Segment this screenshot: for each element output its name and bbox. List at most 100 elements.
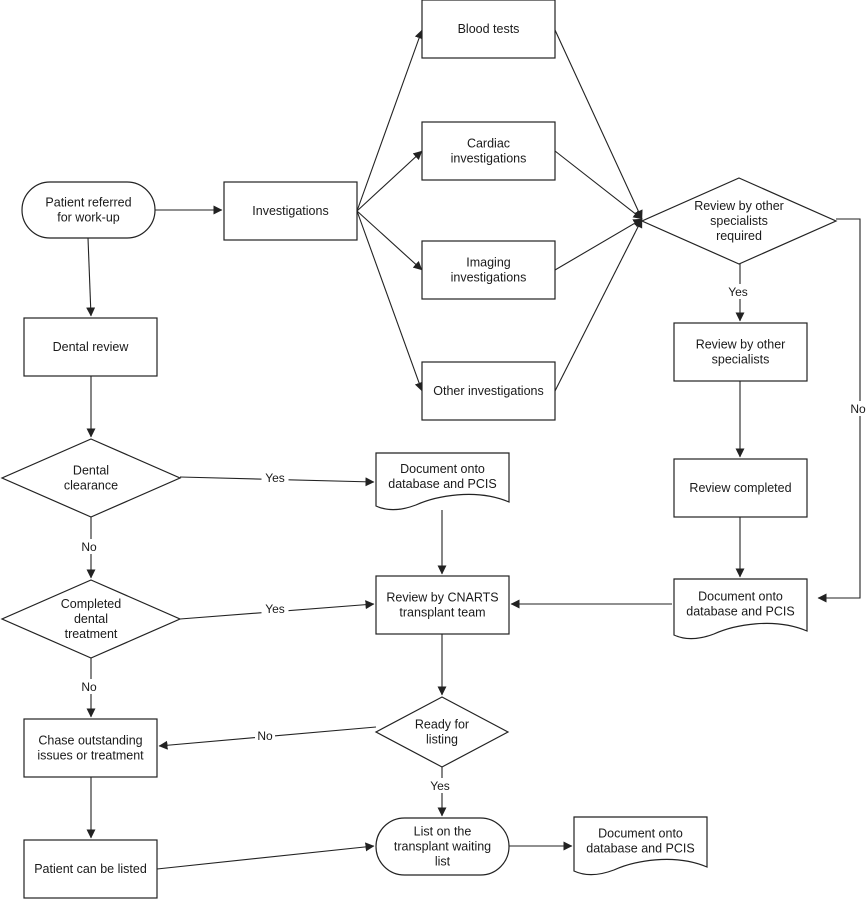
list-waiting-list-shape <box>375 817 510 876</box>
investigations-label-line: Investigations <box>252 204 328 218</box>
patient-can-be-listed-shape <box>23 839 158 899</box>
review-other-specialists-label-line: specialists <box>712 353 770 367</box>
imaging-investigations-label-line: Imaging <box>466 256 511 270</box>
document-middle-shape <box>375 452 510 511</box>
arrow-patient-referred-to-dental-review <box>86 237 96 317</box>
edge-label-no-ready-for-listing: No <box>255 728 275 743</box>
document-right-label-line: Document onto <box>698 590 783 604</box>
list-waiting-list-label-line: List on the <box>414 825 472 839</box>
blood-tests-shape <box>421 0 556 59</box>
edge-label-no-completed-dental-treatment: No <box>79 679 99 694</box>
completed-dental-treatment-label-line: treatment <box>65 627 118 641</box>
arrow-blood-tests-to-review-other-required <box>554 29 643 220</box>
svg-text:Yes: Yes <box>265 602 285 616</box>
review-completed-node: Review completed <box>673 458 808 518</box>
ready-for-listing-label-line: Ready for <box>415 718 469 732</box>
completed-dental-treatment-shape <box>0 579 182 659</box>
list-waiting-list-label-line: transplant waiting <box>394 840 491 854</box>
review-other-required-label-line: specialists <box>710 214 768 228</box>
completed-dental-treatment-label-line: dental <box>74 612 108 626</box>
arrow-other-investigations-to-review-other-required <box>554 218 643 392</box>
list-waiting-list-label-line: list <box>435 855 451 869</box>
svg-text:Yes: Yes <box>265 471 285 485</box>
dental-clearance-label-line: clearance <box>64 479 118 493</box>
imaging-investigations-shape <box>421 240 556 300</box>
cardiac-investigations-shape <box>421 121 556 181</box>
completed-dental-treatment-label-line: Completed <box>61 597 121 611</box>
arrow-imaging-investigations-to-review-other-required <box>554 218 643 271</box>
review-completed-shape <box>673 458 808 518</box>
document-bottom-label-line: database and PCIS <box>586 842 694 856</box>
arrow-investigations-to-cardiac-investigations <box>356 150 423 212</box>
document-right-shape <box>673 578 808 640</box>
chase-outstanding-label-line: Chase outstanding <box>38 734 142 748</box>
investigations-shape <box>223 181 358 241</box>
imaging-investigations-label-line: investigations <box>451 271 527 285</box>
review-other-specialists-shape <box>673 322 808 382</box>
ready-for-listing-label-line: listing <box>426 733 458 747</box>
review-cnarts-label-line: Review by CNARTS <box>386 591 498 605</box>
document-middle-label-line: database and PCIS <box>388 477 496 491</box>
review-other-required-label-line: required <box>716 229 762 243</box>
arrow-patient-can-be-listed-to-list-waiting-list <box>156 842 375 870</box>
arrow-investigations-to-imaging-investigations <box>356 210 423 271</box>
ready-for-listing-shape <box>374 696 510 768</box>
arrow-cardiac-investigations-to-review-other-required <box>554 150 643 220</box>
dental-review-shape <box>23 317 158 377</box>
document-bottom-label-line: Document onto <box>598 827 683 841</box>
cardiac-investigations-label-line: Cardiac <box>467 137 510 151</box>
dental-review-node: Dental review <box>23 317 158 377</box>
review-cnarts-shape <box>375 575 510 635</box>
other-investigations-label-line: Other investigations <box>433 384 543 398</box>
patient-can-be-listed-node: Patient can be listed <box>23 839 158 899</box>
patient-referred-label-line: Patient referred <box>45 196 131 210</box>
edge-label-yes-completed-dental-treatment: Yes <box>261 601 289 616</box>
review-other-specialists-label-line: Review by other <box>696 338 786 352</box>
dental-clearance-shape <box>0 438 182 518</box>
svg-text:No: No <box>257 729 273 743</box>
edge-label-no-review-other-required: No <box>848 401 866 416</box>
investigations-node: Investigations <box>223 181 358 241</box>
document-middle-label-line: Document onto <box>400 462 485 476</box>
document-bottom-shape <box>573 816 708 876</box>
edge-label-no-dental-clearance: No <box>79 539 99 554</box>
patient-can-be-listed-label-line: Patient can be listed <box>34 862 147 876</box>
svg-text:No: No <box>81 680 97 694</box>
dental-clearance-label-line: Dental <box>73 464 109 478</box>
review-other-required-shape <box>640 177 838 265</box>
chase-outstanding-label-line: issues or treatment <box>37 749 144 763</box>
document-right-label-line: database and PCIS <box>686 605 794 619</box>
blood-tests-label-line: Blood tests <box>458 22 520 36</box>
svg-text:Yes: Yes <box>430 779 450 793</box>
edge-label-yes-review-other-required: Yes <box>724 284 752 299</box>
arrow-investigations-to-blood-tests <box>356 29 424 212</box>
patient-referred-shape <box>21 181 156 239</box>
edge-label-yes-dental-clearance: Yes <box>261 470 289 485</box>
svg-text:Yes: Yes <box>728 285 748 299</box>
edge-label-yes-ready-for-listing: Yes <box>426 778 454 793</box>
review-other-required-label-line: Review by other <box>694 199 784 213</box>
blood-tests-node: Blood tests <box>421 0 556 59</box>
arrow-investigations-to-other-investigations <box>356 210 424 392</box>
other-investigations-shape <box>421 361 556 421</box>
review-cnarts-label-line: transplant team <box>399 606 485 620</box>
review-completed-label-line: Review completed <box>689 481 791 495</box>
dental-review-label-line: Dental review <box>53 340 130 354</box>
